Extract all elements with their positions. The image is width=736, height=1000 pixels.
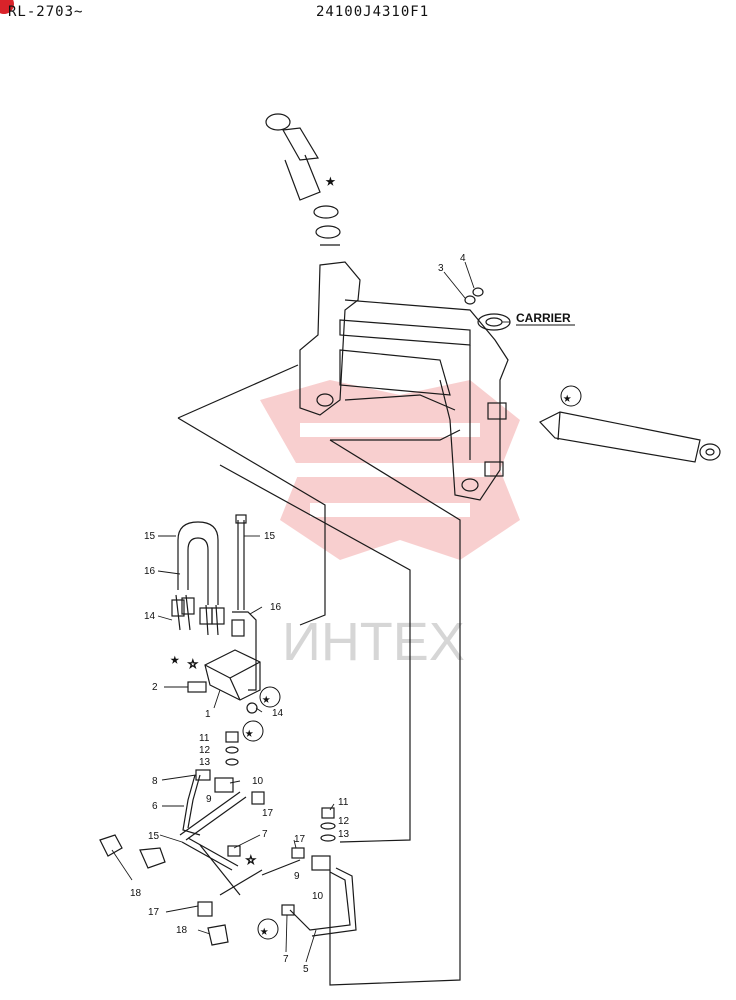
part-label-18: 18 bbox=[130, 888, 142, 899]
model-code: RL-2703~ bbox=[8, 4, 84, 20]
part-label-13: 13 bbox=[199, 757, 211, 768]
corner-badge bbox=[0, 0, 14, 14]
part-label-15b: 15 bbox=[264, 531, 276, 542]
star-markers: ★ ★ ☆ ☆ ★ ★ ★ ★ bbox=[170, 170, 582, 940]
diagram-linework bbox=[99, 113, 721, 986]
part-label-11b: 11 bbox=[338, 797, 349, 808]
part-label-14b: 14 bbox=[272, 708, 284, 719]
part-label-3: 3 bbox=[438, 263, 444, 274]
star-icon: ★ bbox=[325, 170, 336, 191]
part-label-18b: 18 bbox=[176, 925, 188, 936]
part-label-10: 10 bbox=[252, 776, 264, 787]
svg-text:★: ★ bbox=[262, 691, 271, 707]
part-label-13b: 13 bbox=[338, 829, 350, 840]
svg-text:★: ★ bbox=[563, 390, 572, 406]
part-label-1: 1 bbox=[205, 709, 211, 720]
part-label-9b: 9 bbox=[294, 871, 300, 882]
part-label-16: 16 bbox=[144, 566, 156, 577]
part-label-14: 14 bbox=[144, 611, 156, 622]
watermark-text: ИНТЕХ bbox=[282, 612, 465, 672]
star-circle-icon bbox=[259, 686, 281, 708]
star-outline-icon: ☆ bbox=[246, 849, 256, 868]
svg-text:★: ★ bbox=[245, 725, 254, 741]
part-label-2: 2 bbox=[152, 682, 158, 693]
part-label-10b: 10 bbox=[312, 891, 324, 902]
star-outline-icon: ☆ bbox=[188, 653, 198, 672]
part-label-17c: 17 bbox=[148, 907, 160, 918]
part-label-4: 4 bbox=[460, 253, 466, 264]
part-number: 24100J4310F1 bbox=[316, 4, 430, 20]
part-label-15c: 15 bbox=[148, 831, 160, 842]
svg-text:★: ★ bbox=[260, 923, 269, 939]
part-label-15: 15 bbox=[144, 531, 156, 542]
part-label-12: 12 bbox=[199, 745, 211, 756]
part-label-9: 9 bbox=[206, 794, 212, 805]
star-icon: ★ bbox=[170, 649, 180, 668]
part-labels: CARRIER 3 4 15 15 16 16 14 2 1 14 11 12 … bbox=[130, 253, 575, 975]
part-label-11: 11 bbox=[199, 733, 210, 744]
watermark-logo bbox=[260, 380, 520, 560]
star-circle-icon bbox=[242, 720, 264, 742]
part-label-8: 8 bbox=[152, 776, 158, 787]
part-label-5: 5 bbox=[303, 964, 309, 975]
part-label-12b: 12 bbox=[338, 816, 350, 827]
part-label-17: 17 bbox=[262, 808, 274, 819]
part-label-16b: 16 bbox=[270, 602, 282, 613]
part-label-7: 7 bbox=[262, 829, 268, 840]
part-label-6: 6 bbox=[152, 801, 158, 812]
carrier-label: CARRIER bbox=[516, 311, 571, 325]
star-circle-icon bbox=[560, 385, 582, 407]
part-label-7b: 7 bbox=[283, 954, 289, 965]
star-circle-icon bbox=[257, 918, 279, 940]
label-leaders bbox=[111, 261, 510, 963]
part-label-17b: 17 bbox=[294, 834, 306, 845]
